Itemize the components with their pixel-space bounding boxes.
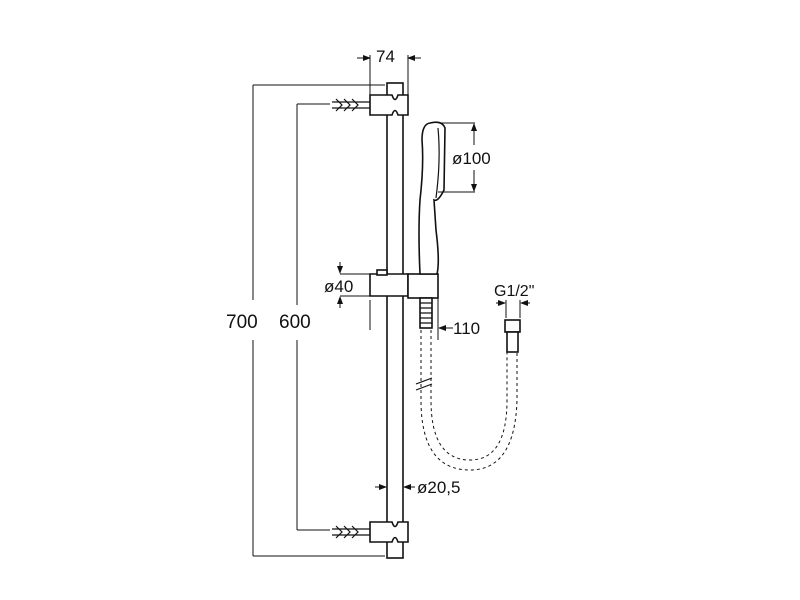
- dimension-600: 600: [279, 103, 330, 531]
- dimension-diameter-40: ø40: [324, 262, 371, 330]
- shower-hose: [415, 297, 521, 471]
- slide-rail-bar: [386, 82, 404, 559]
- dimension-600-label: 600: [279, 312, 311, 333]
- shower-slider: [369, 269, 439, 299]
- dimension-thread: G1/2": [494, 283, 534, 318]
- dimension-diameter-20-5: ø20,5: [375, 478, 460, 497]
- dimension-100-label: ø100: [452, 149, 491, 168]
- thread-label: G1/2": [494, 283, 534, 300]
- top-wall-bracket: [332, 94, 409, 116]
- dimension-110-label: 110: [453, 319, 480, 338]
- hand-shower: [418, 121, 446, 275]
- dimension-74: 74: [357, 47, 421, 95]
- dimension-40-label: ø40: [324, 277, 353, 296]
- dimension-700-label: 700: [226, 312, 258, 333]
- dimension-700: 700: [226, 84, 385, 557]
- dimension-110: 110: [437, 298, 480, 340]
- bottom-wall-bracket: [332, 521, 409, 543]
- dimension-74-label: 74: [376, 47, 395, 66]
- dimension-diameter-100: ø100: [438, 122, 491, 193]
- dimension-20-5-label: ø20,5: [417, 478, 460, 497]
